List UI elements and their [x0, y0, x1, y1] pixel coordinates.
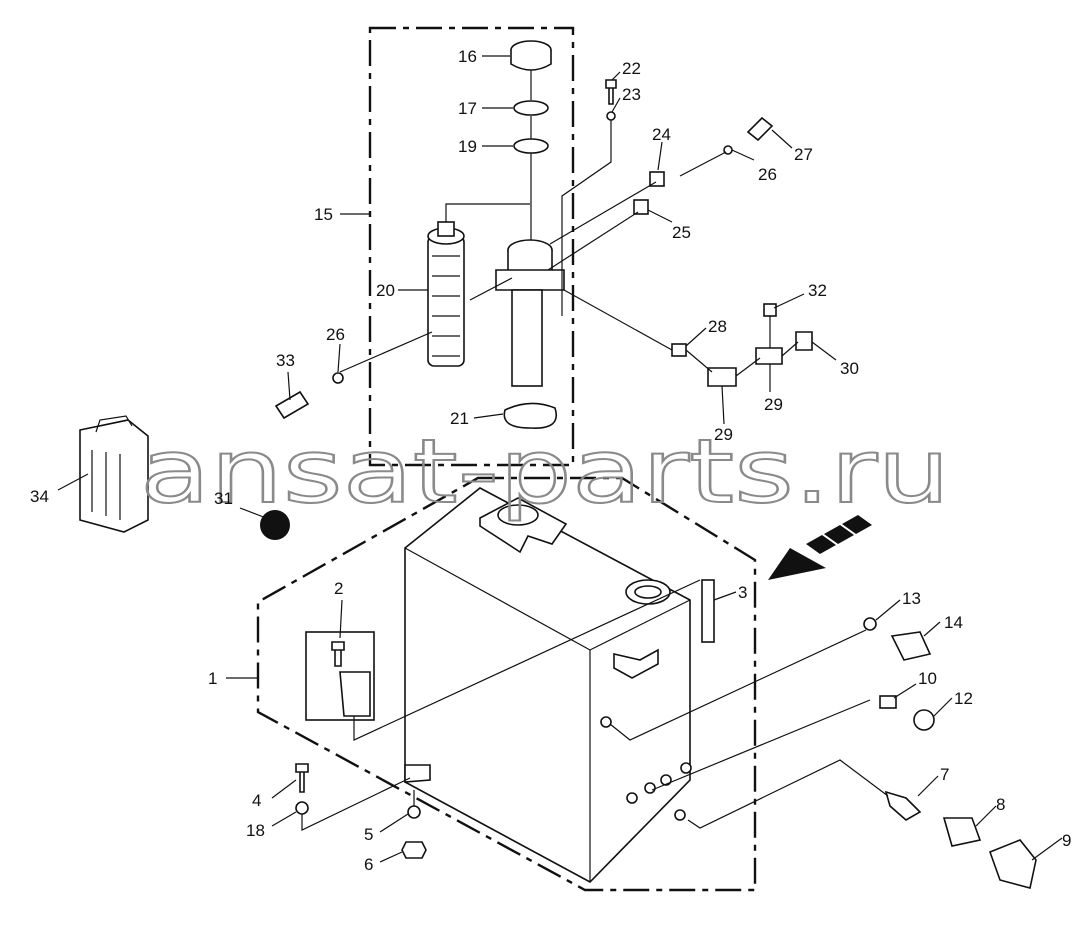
callout-32: 32 — [808, 281, 827, 300]
callout-3: 3 — [738, 583, 747, 602]
callout-33: 33 — [276, 351, 295, 370]
adapter-30 — [795, 331, 813, 351]
o-ring-17 — [513, 100, 549, 116]
tank-assembly-outline — [256, 476, 757, 892]
callout-9: 9 — [1062, 831, 1071, 850]
fitting-28 — [671, 343, 687, 357]
washer-5 — [407, 805, 421, 819]
gasket — [503, 402, 557, 429]
washer-13 — [863, 617, 877, 631]
callout-17: 17 — [458, 99, 477, 118]
callout-12: 12 — [954, 689, 973, 708]
o-ring-19 — [513, 138, 549, 154]
sensor-33 — [274, 390, 310, 420]
callout-29-left: 29 — [714, 425, 733, 444]
callout-31: 31 — [214, 489, 233, 508]
filter-element — [427, 221, 465, 367]
callout-34: 34 — [30, 487, 49, 506]
callout-2: 2 — [334, 579, 343, 598]
dust-cap-9 — [988, 839, 1037, 889]
washer-18 — [295, 801, 309, 815]
level-gauge — [701, 579, 715, 643]
fitting-7 — [884, 790, 922, 821]
fitting-10 — [879, 695, 897, 709]
coupling-8 — [942, 817, 982, 847]
callout-4: 4 — [252, 791, 261, 810]
callout-14: 14 — [944, 613, 963, 632]
fitting-14 — [890, 631, 932, 661]
callout-28: 28 — [708, 317, 727, 336]
callout-18: 18 — [246, 821, 265, 840]
callout-29-right: 29 — [764, 395, 783, 414]
fitting-32 — [763, 303, 777, 317]
callout-30: 30 — [840, 359, 859, 378]
view-direction-arrow — [768, 515, 872, 580]
plug-25 — [633, 199, 649, 215]
callout-26-left: 26 — [326, 325, 345, 344]
hydraulic-tank — [404, 487, 692, 883]
callout-22: 22 — [622, 59, 641, 78]
callout-10: 10 — [918, 669, 937, 688]
cap-12 — [913, 709, 935, 731]
callout-24: 24 — [652, 125, 671, 144]
washer-23 — [606, 111, 616, 121]
callout-27: 27 — [794, 145, 813, 164]
filter-assembly-outline — [368, 26, 575, 467]
connection-lines — [301, 70, 889, 831]
fitting-24 — [649, 171, 665, 187]
callout-16: 16 — [458, 47, 477, 66]
leader-lines — [57, 55, 1063, 863]
callout-6: 6 — [364, 855, 373, 874]
callout-labels: 16 17 19 15 20 26 33 34 31 21 22 23 24 2… — [30, 47, 1071, 874]
callout-1: 1 — [208, 669, 217, 688]
callout-19: 19 — [458, 137, 477, 156]
callout-21: 21 — [450, 409, 469, 428]
callout-8: 8 — [996, 795, 1005, 814]
oil-canister — [79, 415, 149, 533]
sensor-27 — [746, 116, 774, 142]
bolt-4 — [295, 763, 309, 793]
tee-fitting-29-right — [755, 347, 783, 365]
bolt-22 — [605, 79, 617, 105]
callout-20: 20 — [376, 281, 395, 300]
callout-23: 23 — [622, 85, 641, 104]
callout-15: 15 — [314, 205, 333, 224]
breather — [339, 671, 371, 717]
filter-housing — [495, 239, 565, 387]
callout-5: 5 — [364, 825, 373, 844]
callout-13: 13 — [902, 589, 921, 608]
washer-26-left — [332, 372, 344, 384]
breather-screw — [331, 641, 345, 667]
watermark: ansat-parts.ru — [140, 420, 950, 523]
tee-fitting-29-left — [707, 367, 737, 387]
callout-26-right: 26 — [758, 165, 777, 184]
callout-25: 25 — [672, 223, 691, 242]
nut-6 — [401, 841, 427, 859]
oil-dot — [260, 510, 290, 540]
filter-cap — [510, 40, 552, 71]
callout-7: 7 — [940, 765, 949, 784]
